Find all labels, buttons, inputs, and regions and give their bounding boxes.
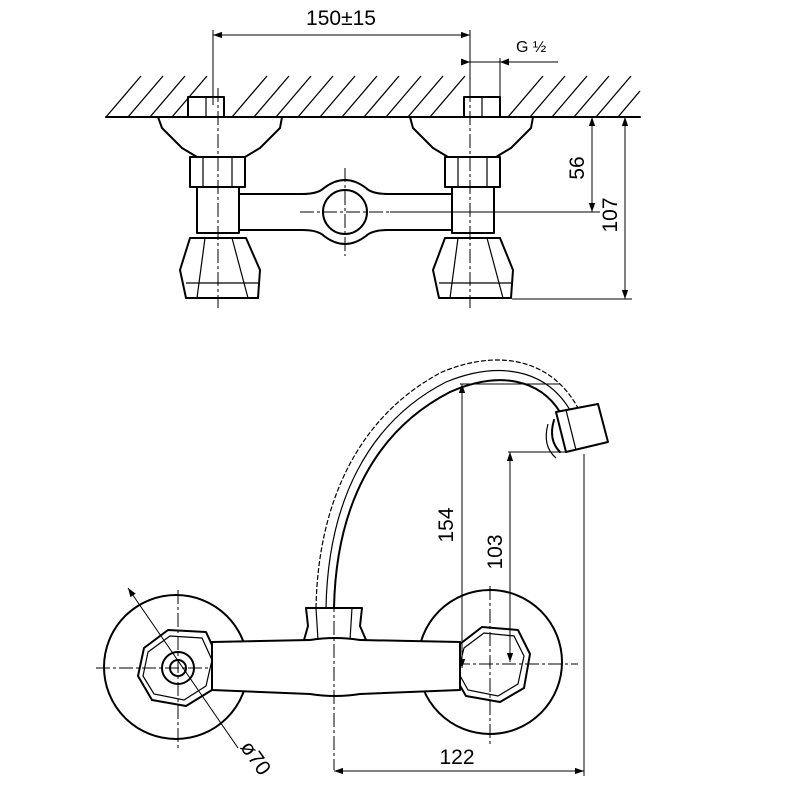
dim-height-107: 107 [512, 116, 632, 300]
dim-height-56-label: 56 [566, 156, 589, 179]
dim-height-103-label: 103 [484, 534, 507, 569]
dim-height-103: 103 [484, 451, 566, 662]
front-view: ø70 154 103 122 [96, 359, 609, 780]
dim-width-122: 122 [334, 454, 585, 776]
left-eccentric-assembly [157, 116, 283, 299]
wall-hatching [105, 75, 641, 120]
dim-thread-label: G ½ [516, 39, 546, 56]
top-view: 150±15 G ½ 56 107 [105, 7, 641, 308]
mixer-body-front [211, 637, 461, 697]
dim-spacing: 150±15 [212, 7, 471, 105]
dim-height-56: 56 [390, 116, 600, 213]
right-eccentric-assembly [409, 116, 534, 299]
dim-thread: G ½ [461, 39, 558, 98]
dim-width-122-label: 122 [439, 746, 474, 769]
spout-nut [303, 607, 367, 641]
dim-height-107-label: 107 [599, 197, 622, 232]
dim-diameter-label: ø70 [236, 737, 276, 780]
dim-height-154-label: 154 [435, 507, 458, 542]
dim-height-154: 154 [435, 383, 560, 668]
dim-spacing-label: 150±15 [306, 7, 376, 30]
mixer-body-top [238, 168, 453, 256]
swivel-spout [315, 359, 609, 609]
